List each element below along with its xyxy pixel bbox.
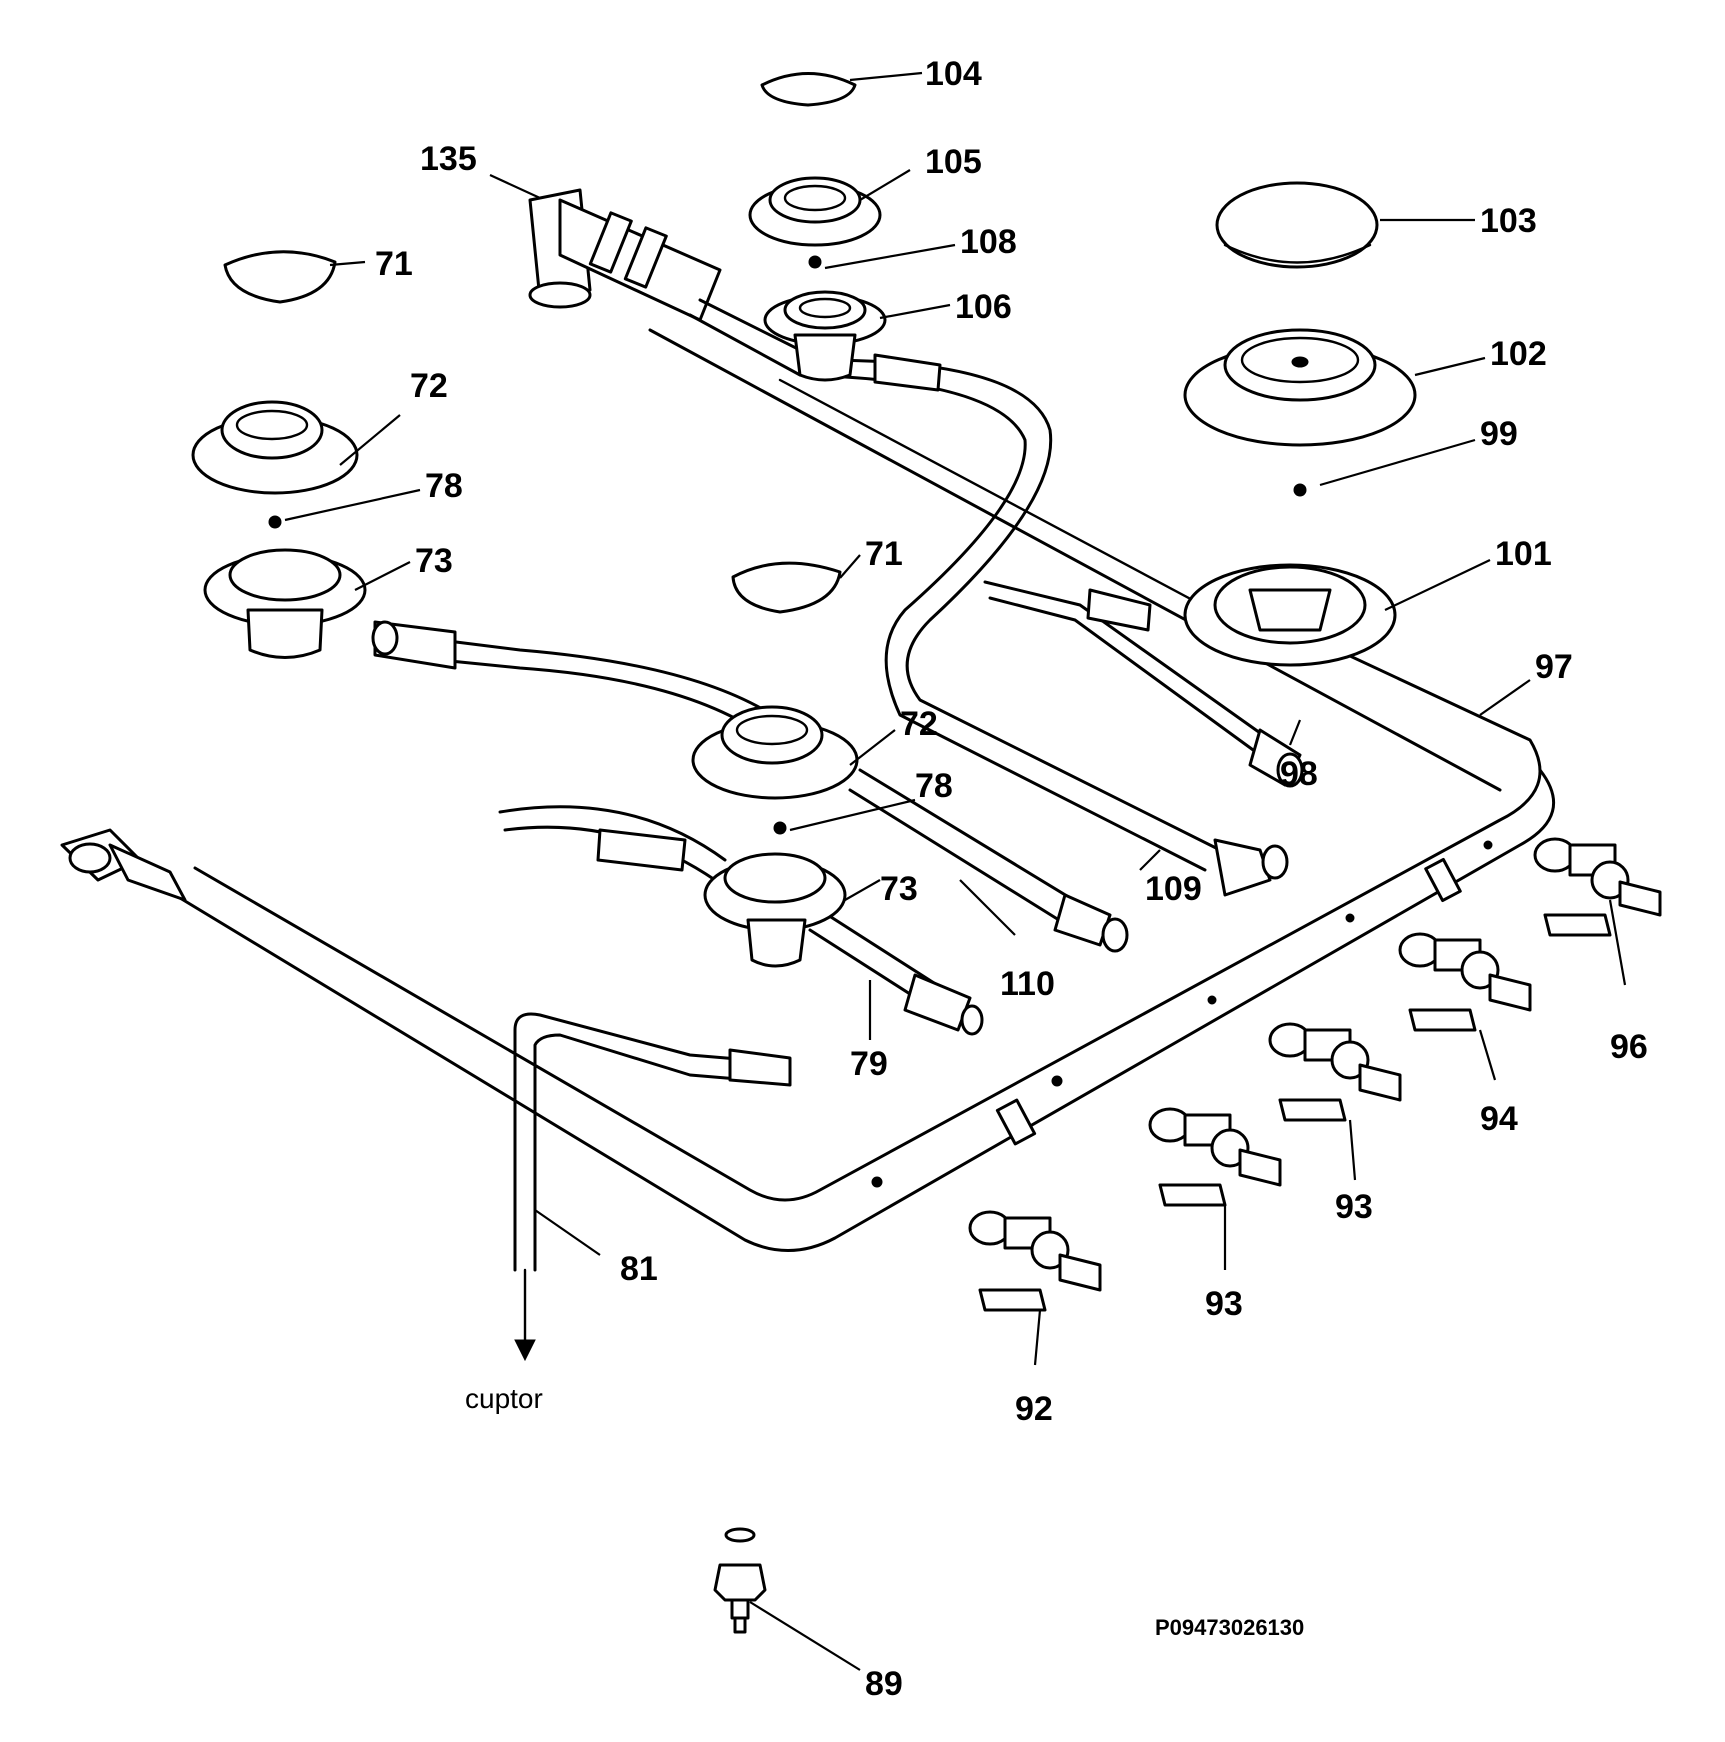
burner-base-73-center [703, 852, 847, 968]
burner-base-106 [763, 290, 887, 382]
small-burner-cap [760, 72, 857, 107]
callout-72-left: 72 [410, 367, 448, 405]
drawing-code: P09473026130 [1155, 1615, 1304, 1640]
leader-lines [284, 71, 1627, 1671]
callout-94: 94 [1480, 1100, 1518, 1138]
large-burner-cap [1215, 181, 1379, 269]
callout-81: 81 [620, 1250, 658, 1288]
burner-crown-105 [748, 176, 882, 247]
callout-106: 106 [955, 288, 1012, 326]
oven-outlet-label: cuptor [465, 1383, 543, 1414]
callout-96: 96 [1610, 1028, 1648, 1066]
gas-tap-92 [968, 1210, 1102, 1312]
callout-73-left: 73 [415, 542, 453, 580]
callout-72-center: 72 [900, 705, 938, 743]
left-feed-pipe-end [60, 828, 187, 902]
callout-103: 103 [1480, 202, 1537, 240]
large-burner-crown [1183, 328, 1417, 447]
gas-tap-93-left [1148, 1107, 1282, 1207]
pipe-98 [983, 580, 1304, 788]
callout-73-center: 73 [880, 870, 918, 908]
callout-78-left: 78 [425, 467, 463, 505]
pipe-109-fitting [1213, 838, 1289, 897]
callout-102: 102 [1490, 335, 1547, 373]
callout-89: 89 [865, 1665, 903, 1703]
callout-101: 101 [1495, 535, 1552, 573]
injector-108 [808, 255, 822, 269]
callout-79: 79 [850, 1045, 888, 1083]
large-burner-base [1183, 563, 1397, 667]
pipe-110 [848, 768, 1129, 953]
injector-78-center [773, 821, 787, 835]
callout-110: 110 [1000, 965, 1055, 1003]
pipe-79 [498, 805, 984, 1036]
callout-71-center: 71 [865, 535, 903, 573]
pipe-left-upper [371, 620, 782, 742]
gas-manifold-frame [178, 328, 1556, 1252]
gas-tap-96 [1533, 837, 1662, 937]
callout-135: 135 [420, 140, 477, 178]
burner-cap-71-center [731, 561, 842, 614]
injector-89 [713, 1527, 767, 1634]
callout-78-center: 78 [915, 767, 953, 805]
oven-pipe [513, 1012, 792, 1362]
angle-connector-part [528, 188, 1222, 872]
callout-93-left: 93 [1205, 1285, 1243, 1323]
callout-98: 98 [1280, 755, 1318, 793]
burner-crown-72-left [191, 400, 359, 495]
callout-71-left: 71 [375, 245, 413, 283]
callout-92: 92 [1015, 1390, 1053, 1428]
callout-93-right: 93 [1335, 1188, 1373, 1226]
callout-109: 109 [1145, 870, 1202, 908]
burner-106-fitting [873, 353, 942, 392]
gas-tap-93-right [1268, 1022, 1402, 1122]
burner-crown-72-center [691, 705, 859, 800]
burner-base-73-left [203, 548, 367, 659]
callout-104: 104 [925, 55, 982, 93]
callout-105: 105 [925, 143, 982, 181]
burner-cap-71-left [223, 250, 337, 304]
injector-99 [1293, 483, 1307, 497]
injector-78-left [268, 515, 282, 529]
callout-108: 108 [960, 223, 1017, 261]
callout-97: 97 [1535, 648, 1573, 686]
callout-labels: 104 135 105 108 103 71 106 102 72 99 78 … [375, 55, 1648, 1703]
gas-tap-94 [1398, 932, 1532, 1032]
callout-99: 99 [1480, 415, 1518, 453]
